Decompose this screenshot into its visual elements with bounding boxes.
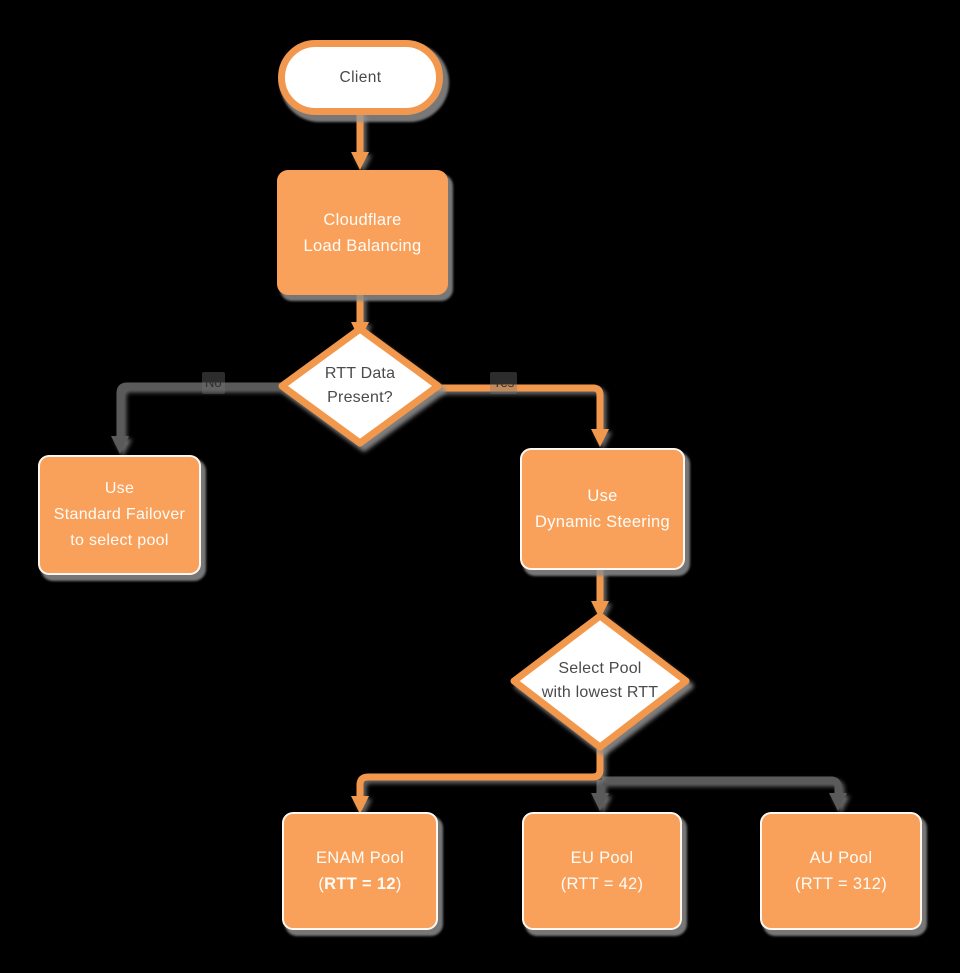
node-load-balancing: Cloudflare Load Balancing — [277, 170, 448, 295]
client-label: Client — [339, 68, 382, 86]
arrowhead-into-eu-pool — [591, 793, 609, 811]
rtt-decision-diamond — [278, 325, 442, 447]
eu-pool-line1: EU Pool — [570, 849, 634, 867]
select-pool-diamond — [510, 612, 690, 751]
node-enam-pool: ENAM Pool (RTT = 12) — [282, 812, 438, 930]
decision-select-pool-text: Select Pool with lowest RTT — [505, 657, 695, 705]
decision-rtt-data-text: RTT Data Present? — [280, 362, 440, 410]
au-pool-line2: (RTT = 312) — [794, 875, 888, 893]
eu-pool-line2: (RTT = 42) — [560, 875, 644, 893]
arrowhead-into-au-pool — [829, 793, 847, 811]
select-pool-line1: Select Pool — [558, 660, 642, 677]
select-pool-line2: with lowest RTT — [541, 684, 659, 701]
enam-rtt-open: ( — [318, 875, 325, 893]
dynamic-steering-line2: Dynamic Steering — [534, 513, 671, 531]
rtt-decision-line1: RTT Data — [324, 365, 396, 382]
load-balancing-line1: Cloudflare — [323, 210, 402, 229]
arrowhead-into-dynamic-steering — [591, 429, 609, 447]
standard-failover-line3: to select pool — [70, 532, 169, 549]
enam-pool-rtt-line: (RTT = 12) — [318, 871, 401, 897]
au-pool-line1: AU Pool — [809, 849, 873, 867]
arrowhead-into-lb — [351, 152, 369, 170]
edge-select-pool-to-au — [602, 776, 842, 797]
enam-rtt-close: ) — [395, 875, 402, 893]
orange-arrowheads — [351, 152, 609, 814]
enam-pool-line1: ENAM Pool — [316, 849, 404, 867]
arrowhead-into-select-pool — [591, 601, 609, 619]
orange-connectors — [356, 111, 604, 797]
rtt-decision-line2: Present? — [327, 389, 393, 406]
arrowhead-into-standard-failover — [111, 436, 129, 454]
node-eu-pool: EU Pool (RTT = 42) — [522, 812, 682, 930]
gray-connectors — [116, 382, 842, 797]
standard-failover-line2: Standard Failover — [53, 506, 186, 523]
edge-no-to-standard-failover — [116, 382, 283, 440]
enam-rtt-value: RTT = 12 — [324, 875, 396, 893]
diamond-shapes — [278, 325, 690, 751]
node-standard-failover: Use Standard Failover to select pool — [38, 455, 201, 575]
node-client: Client — [278, 40, 443, 115]
edge-label-yes: Yes — [490, 372, 518, 394]
gray-arrowheads — [111, 436, 847, 811]
edge-select-pool-to-enam — [356, 744, 604, 797]
standard-failover-line1: Use — [104, 480, 135, 497]
arrowhead-into-enam-pool — [351, 796, 369, 814]
dynamic-steering-line1: Use — [587, 487, 618, 505]
edge-label-no: No — [202, 372, 225, 394]
node-dynamic-steering: Use Dynamic Steering — [520, 448, 685, 570]
load-balancing-line2: Load Balancing — [303, 236, 422, 255]
edge-yes-to-dynamic-steering — [437, 384, 604, 430]
node-au-pool: AU Pool (RTT = 312) — [760, 812, 922, 930]
